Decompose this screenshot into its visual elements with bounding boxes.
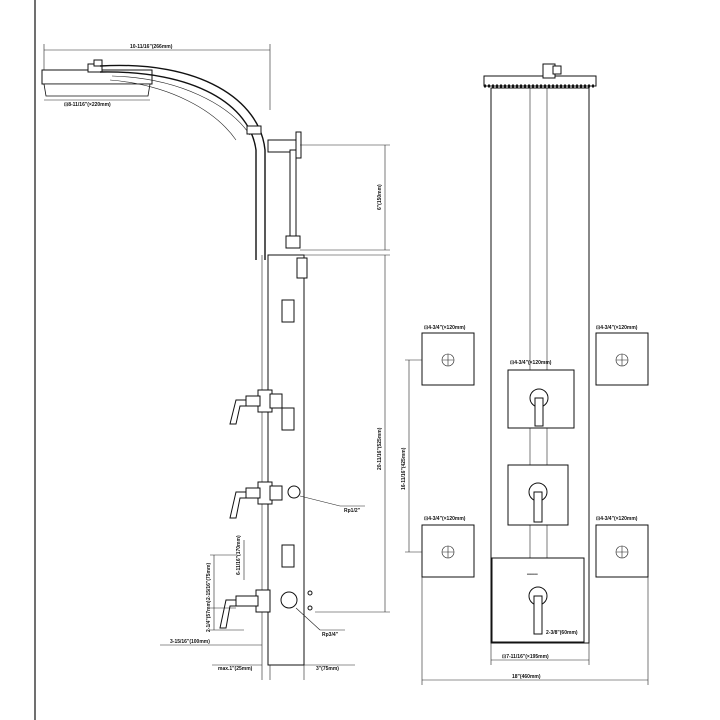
jet-spacing-dimension: 16-11/16"(425mm): [401, 359, 422, 553]
head-size-dimension: ⊡8-11/16"(×220mm): [44, 99, 150, 108]
lower-valve: [219, 589, 313, 629]
arm-drop-label: 6"(150mm): [377, 184, 383, 210]
middle-valve: [229, 481, 301, 519]
front-valve-tag: ═══: [526, 572, 538, 578]
overall-width-label: 18"(460mm): [512, 674, 541, 680]
inlet-spacing-label: 3-15/16"(100mm): [170, 639, 210, 645]
panel-height-dimension: 20-11/16"(525mm): [304, 254, 390, 613]
front-shower-head: [483, 63, 597, 88]
thread-callout-top: Rp1/2": [299, 495, 365, 514]
jet-tr-label: ⊡4-3/4"(×120mm): [596, 325, 638, 331]
front-view: ═══ ⊡4-3/4"(×120mm) ⊡4-3/4"(×120mm) ⊡4-3…: [401, 63, 649, 685]
front-valve-upper: [507, 369, 575, 429]
jet-bl-label: ⊡4-3/4"(×120mm): [424, 516, 466, 522]
front-panel-body: [490, 87, 590, 644]
offset-dimension: 3"(75mm): [303, 664, 355, 680]
body-jet-bottom-left: [421, 524, 475, 578]
thread-callout-bottom: Rp3/4": [295, 607, 345, 638]
panel-width-label: ⊡7-11/16"(×195mm): [502, 654, 549, 660]
base-width-dimension: max.1"(25mm): [212, 664, 271, 680]
riser-bracket: [267, 131, 302, 249]
arm-drop-dimension: 6"(150mm): [300, 144, 390, 251]
stop-valve-dimension: 2-1/4"(57mm): [206, 600, 244, 632]
lower-outlet-label: 2-15/16"(75mm): [206, 563, 212, 600]
inlet-spacing-dimension: 3-15/16"(100mm): [160, 639, 262, 646]
head-size-label: ⊡8-11/16"(×220mm): [64, 102, 111, 108]
thread-bottom-label: Rp3/4": [322, 632, 339, 638]
panel-width-dimension: ⊡7-11/16"(×195mm): [490, 643, 590, 665]
upper-valve: [229, 389, 283, 425]
front-valve-middle: [507, 464, 569, 526]
lower-outlet-dimension: 2-15/16"(75mm): [206, 554, 236, 609]
handle-offset-label: 6-11/16"(170mm): [236, 535, 242, 575]
body-jet-top-right: [595, 332, 649, 386]
curved-shower-arm: [99, 64, 266, 260]
diverter-size-label: 2-3/8"(60mm): [546, 630, 578, 636]
offset-label: 3"(75mm): [316, 666, 339, 672]
handle-offset-dimension: 6-11/16"(170mm): [236, 535, 245, 580]
valve-box-label: ⊡4-3/4"(×120mm): [510, 360, 552, 366]
jet-spacing-label: 16-11/16"(425mm): [401, 447, 407, 490]
thread-top-label: Rp1/2": [344, 508, 361, 514]
rain-shower-head: [41, 59, 153, 97]
panel-height-label: 20-11/16"(525mm): [377, 427, 383, 470]
jet-tl-label: ⊡4-3/4"(×120mm): [424, 325, 466, 331]
jet-br-label: ⊡4-3/4"(×120mm): [596, 516, 638, 522]
total-width-dimension: 10-11/16"(266mm): [43, 44, 271, 110]
body-jet-top-left: [421, 332, 475, 386]
overall-width-dimension: 18"(460mm): [421, 577, 649, 685]
base-width-label: max.1"(25mm): [218, 666, 253, 672]
side-view: 10-11/16"(266mm) ⊡8-11/16"(×220mm): [41, 44, 390, 680]
total-width-label: 10-11/16"(266mm): [130, 44, 173, 50]
body-jet-bottom-right: [595, 524, 649, 578]
stop-valve-label: 2-1/4"(57mm): [206, 600, 212, 632]
front-valve-lower: ═══: [491, 557, 585, 643]
front-dimension-labels: ⊡4-3/4"(×120mm) ⊡4-3/4"(×120mm) ⊡4-3/4"(…: [424, 325, 638, 636]
